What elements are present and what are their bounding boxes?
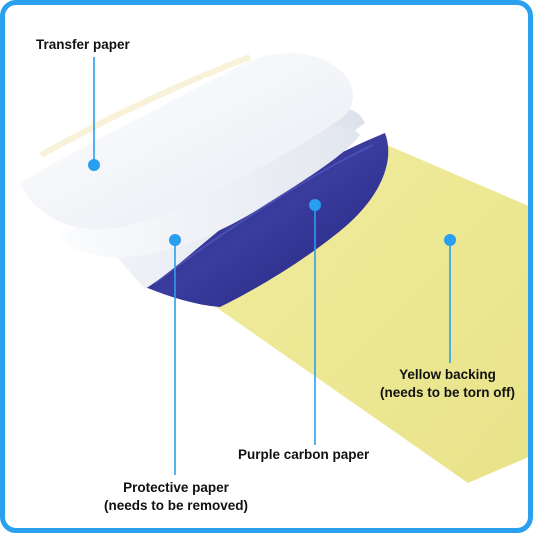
transfer-paper-sheet (20, 53, 354, 230)
transfer-paper-callout-dot (88, 159, 100, 171)
purple-carbon-sheet (145, 133, 389, 307)
yellow-backing-callout-dot (444, 234, 456, 246)
paper-stack-illustration (20, 53, 528, 483)
protective-paper-label: Protective paper (needs to be removed) (86, 479, 266, 515)
transfer-paper-label: Transfer paper (36, 37, 130, 52)
protective-paper-label-line1: Protective paper (123, 480, 229, 495)
purple-carbon-callout-dot (309, 199, 321, 211)
protective-paper-label-line2: (needs to be removed) (103, 498, 249, 513)
yellow-backing-label-line1: Yellow backing (399, 367, 496, 382)
transfer-paper-creamy-edge (39, 54, 252, 158)
yellow-backing-label: Yellow backing (needs to be torn off) (365, 366, 528, 402)
yellow-backing-label-line2: (needs to be torn off) (380, 385, 515, 400)
purple-carbon-edge-highlight (154, 144, 374, 284)
protective-paper-callout-dot (169, 234, 181, 246)
purple-carbon-paper-label: Purple carbon paper (238, 447, 370, 462)
yellow-backing-sheet (210, 145, 528, 483)
